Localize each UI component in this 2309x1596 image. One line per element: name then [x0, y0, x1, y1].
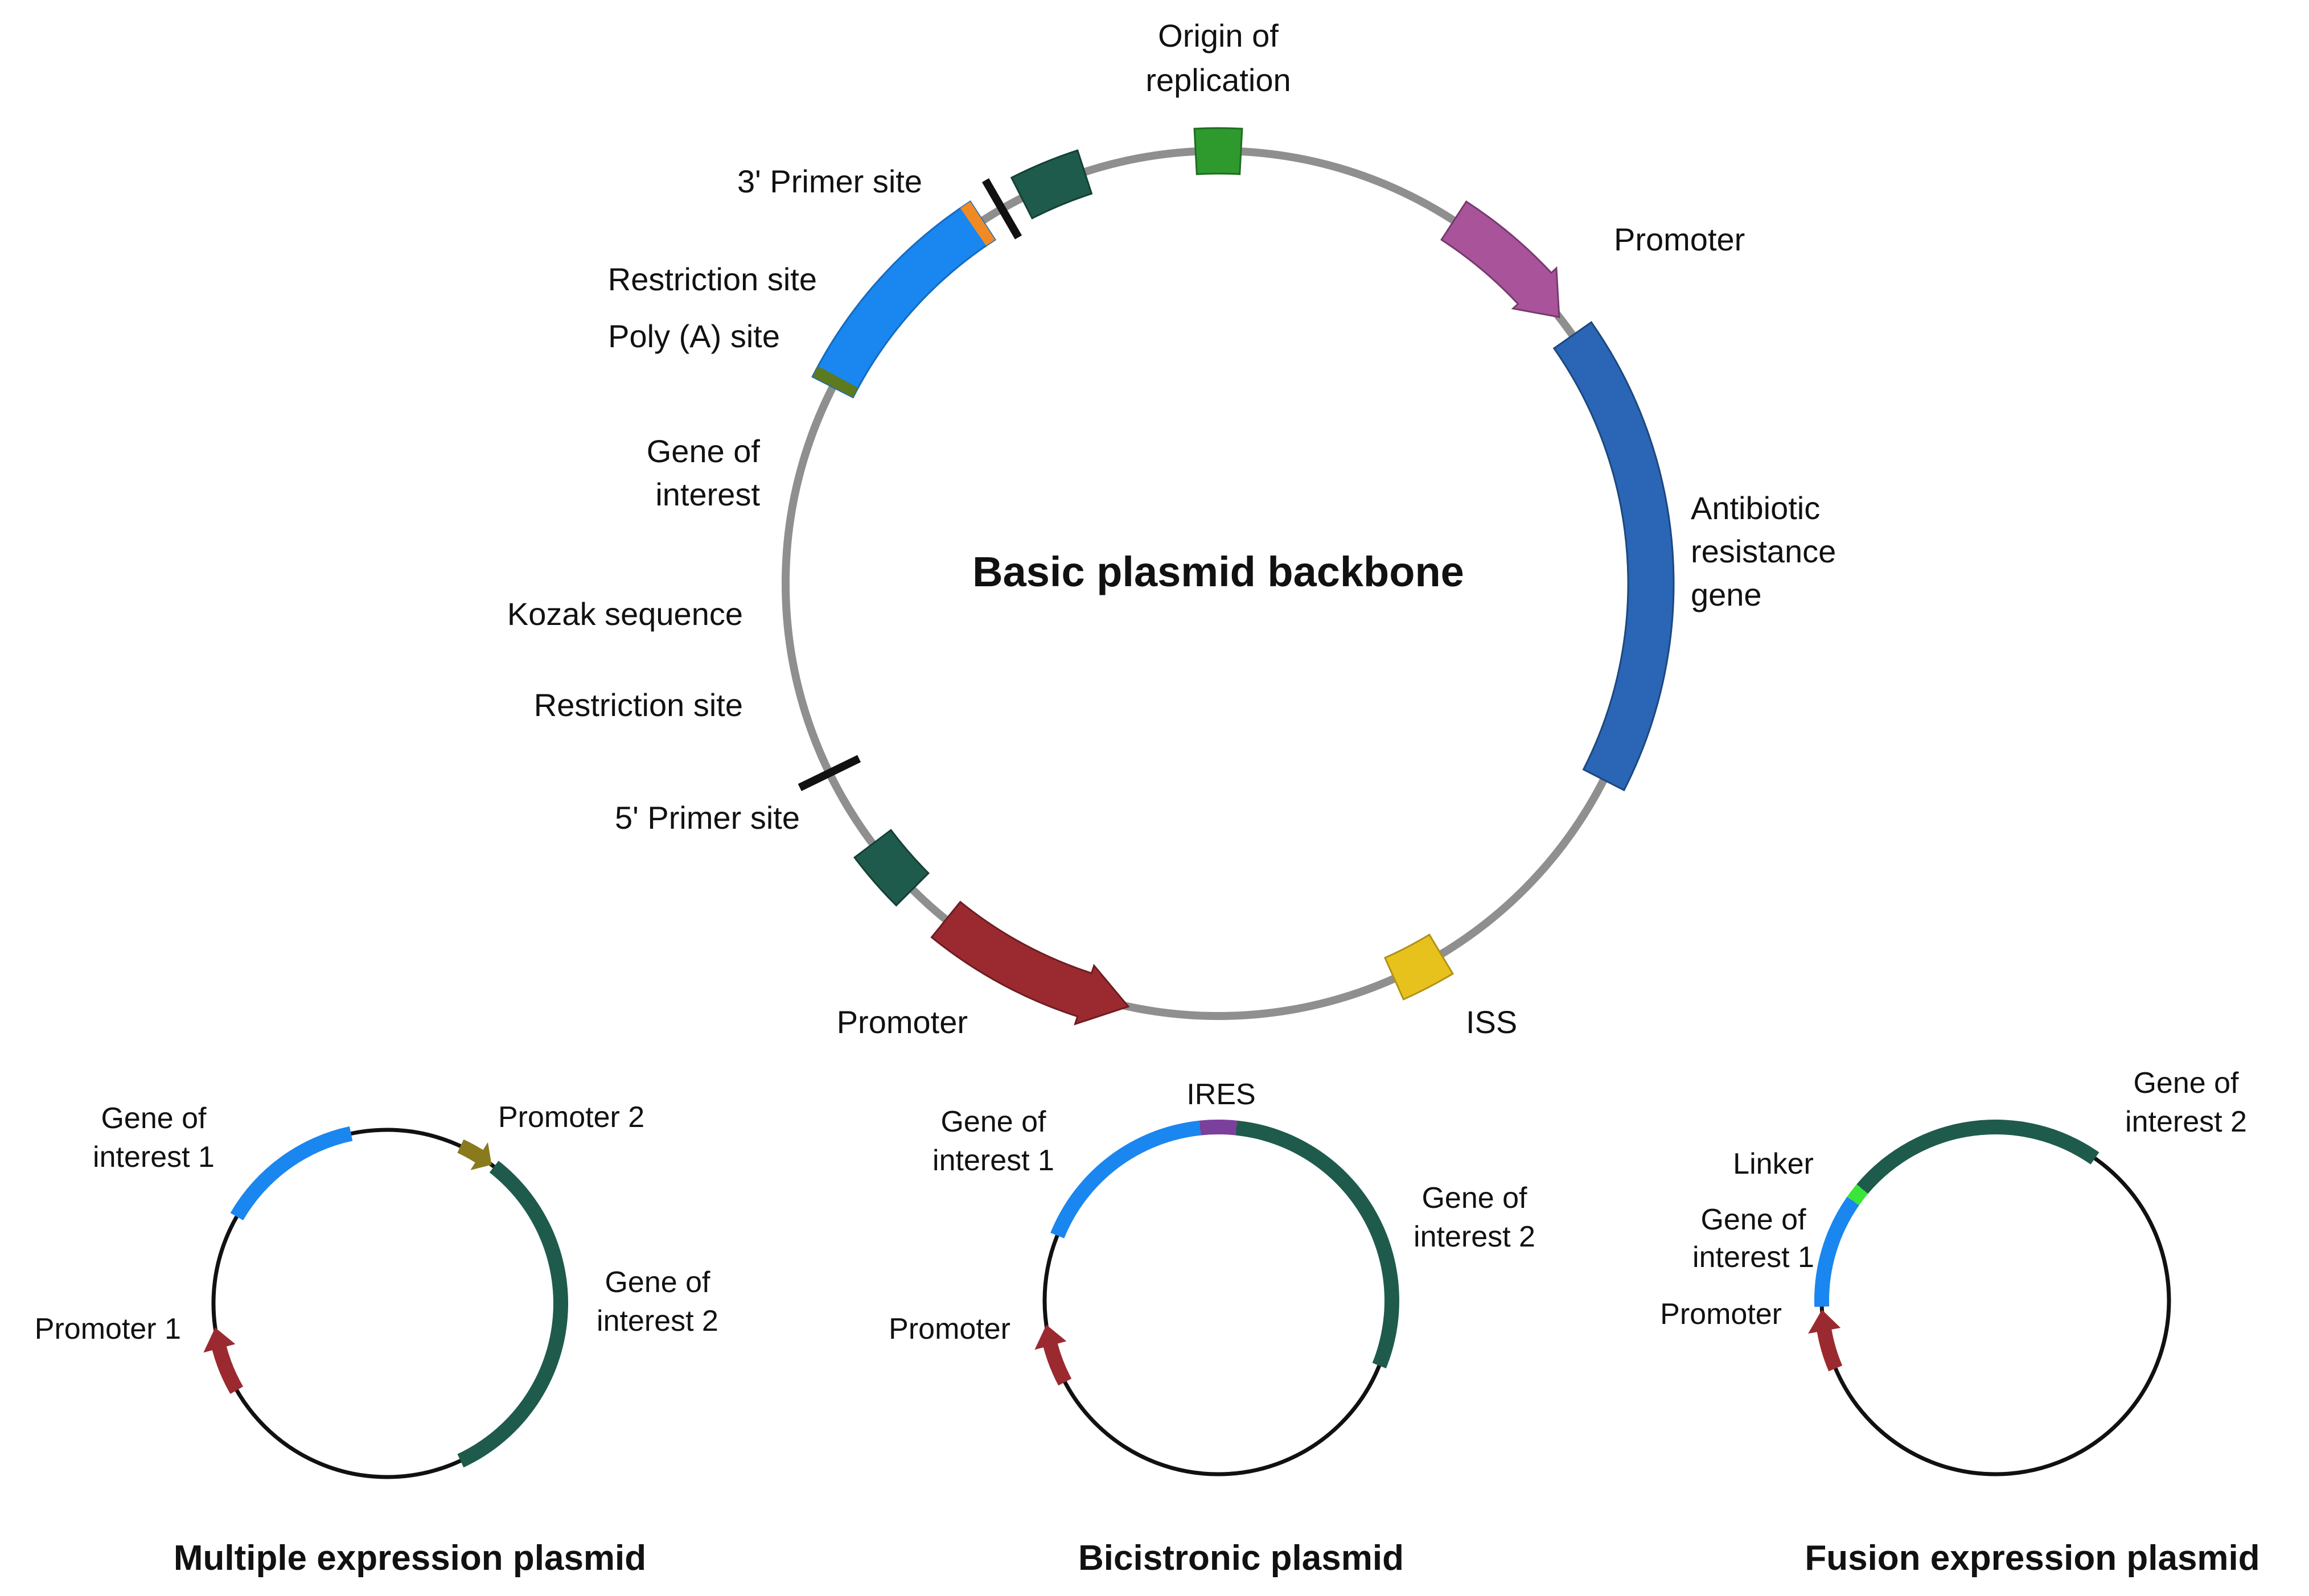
bicistronic-gene1-label-line1: Gene of — [940, 1105, 1046, 1138]
iss-segment — [1383, 933, 1455, 1001]
restriction-lower-label: Restriction site — [534, 687, 743, 723]
kozak-label: Kozak sequence — [507, 596, 743, 632]
multiple-gene1-segment — [230, 1126, 353, 1220]
bicistronic-gene1-segment — [1050, 1120, 1201, 1239]
poly-a-site-segment — [960, 201, 995, 246]
promoter-bottom-label: Promoter — [837, 1004, 968, 1040]
fusion-promoter-arrow — [1808, 1310, 1843, 1372]
bicistronic-promoter-arrow — [1034, 1324, 1072, 1386]
multiple-promoter1-arrow — [203, 1327, 244, 1394]
basic-title: Basic plasmid backbone — [972, 548, 1464, 595]
fusion-title: Fusion expression plasmid — [1805, 1539, 2259, 1578]
multiple-gene2-label-line1: Gene of — [605, 1266, 710, 1299]
bicistronic-features — [1034, 1119, 1399, 1386]
basic-plasmid: Basic plasmid backbone Origin of replicati… — [507, 18, 1836, 1040]
antibiotic-label-line1: Antibiotic — [1691, 490, 1820, 526]
antibiotic-label-line2: resistance — [1691, 533, 1836, 569]
bicistronic-gene1-label-line1: interest 1 — [932, 1144, 1054, 1177]
multiple-promoter1-label: Promoter 1 — [35, 1313, 181, 1346]
fusion-gene1-segment — [1814, 1196, 1859, 1307]
bicistronic-gene2-label-line2: interest 2 — [1414, 1220, 1535, 1253]
multiple-features — [203, 1126, 569, 1468]
fusion-features — [1808, 1119, 2100, 1372]
fusion-gene2-label-line2: interest 2 — [2125, 1105, 2247, 1138]
origin-label-line1: Origin of — [1158, 18, 1279, 54]
multiple-expression-plasmid: Gene of interest 1 Promoter 2 Gene of intere… — [35, 1101, 718, 1578]
primer3-segment — [1010, 149, 1093, 220]
multiple-promoter2-arrow — [457, 1139, 492, 1170]
bicistronic-ires-segment — [1199, 1119, 1238, 1136]
restriction-site-lower-mark — [798, 755, 861, 791]
primer3-label: 3' Primer site — [737, 163, 922, 199]
multiple-gene1-label-line1: Gene of — [101, 1102, 207, 1135]
promoter-top-label: Promoter — [1614, 221, 1745, 257]
fusion-gene2-segment — [1856, 1119, 2100, 1194]
fusion-linker-segment — [1847, 1184, 1868, 1206]
multiple-promoter2-label: Promoter 2 — [498, 1101, 644, 1134]
fusion-gene1-label-line1: Gene of — [1700, 1203, 1806, 1236]
promoter-top-arrow — [1440, 200, 1560, 318]
bicistronic-title: Bicistronic plasmid — [1078, 1539, 1404, 1578]
origin-label-line2: replication — [1145, 62, 1291, 98]
basic-features — [798, 127, 1675, 1026]
gene-of-interest-label-line1: Gene of — [647, 433, 761, 469]
multiple-gene2-segment — [457, 1161, 569, 1468]
multiple-gene1-label-line2: interest 1 — [93, 1141, 215, 1174]
fusion-linker-label: Linker — [1733, 1147, 1814, 1180]
primer5-segment — [853, 829, 930, 907]
promoter-bottom-arrow — [930, 900, 1130, 1026]
iss-label: ISS — [1466, 1004, 1517, 1040]
bicistronic-gene2-label-line1: Gene of — [1421, 1182, 1527, 1215]
antibiotic-resistance-gene-segment — [1552, 321, 1675, 792]
bicistronic-plasmid: IRES Gene of interest 1 Gene of interest 2 Pr… — [889, 1078, 1535, 1578]
multiple-gene2-label-line2: interest 2 — [597, 1305, 718, 1338]
restriction-upper-label: Restriction site — [608, 261, 817, 297]
poly-a-label: Poly (A) site — [608, 318, 780, 354]
gene-of-interest-label-line2: interest — [655, 476, 760, 512]
restriction-site-upper-mark — [981, 178, 1022, 240]
origin-of-replication-segment — [1193, 127, 1243, 175]
multiple-title: Multiple expression plasmid — [174, 1539, 646, 1578]
fusion-gene1-label-line2: interest 1 — [1692, 1241, 1814, 1274]
bicistronic-gene2-segment — [1235, 1120, 1399, 1369]
primer5-label: 5' Primer site — [615, 800, 800, 836]
bicistronic-ires-label: IRES — [1186, 1078, 1255, 1111]
kozak-sequence-segment — [812, 366, 858, 398]
fusion-promoter-label: Promoter — [1660, 1298, 1782, 1331]
antibiotic-label-line3: gene — [1691, 577, 1762, 612]
bicistronic-promoter-label: Promoter — [889, 1313, 1010, 1346]
fusion-gene2-label-line1: Gene of — [2133, 1067, 2239, 1100]
